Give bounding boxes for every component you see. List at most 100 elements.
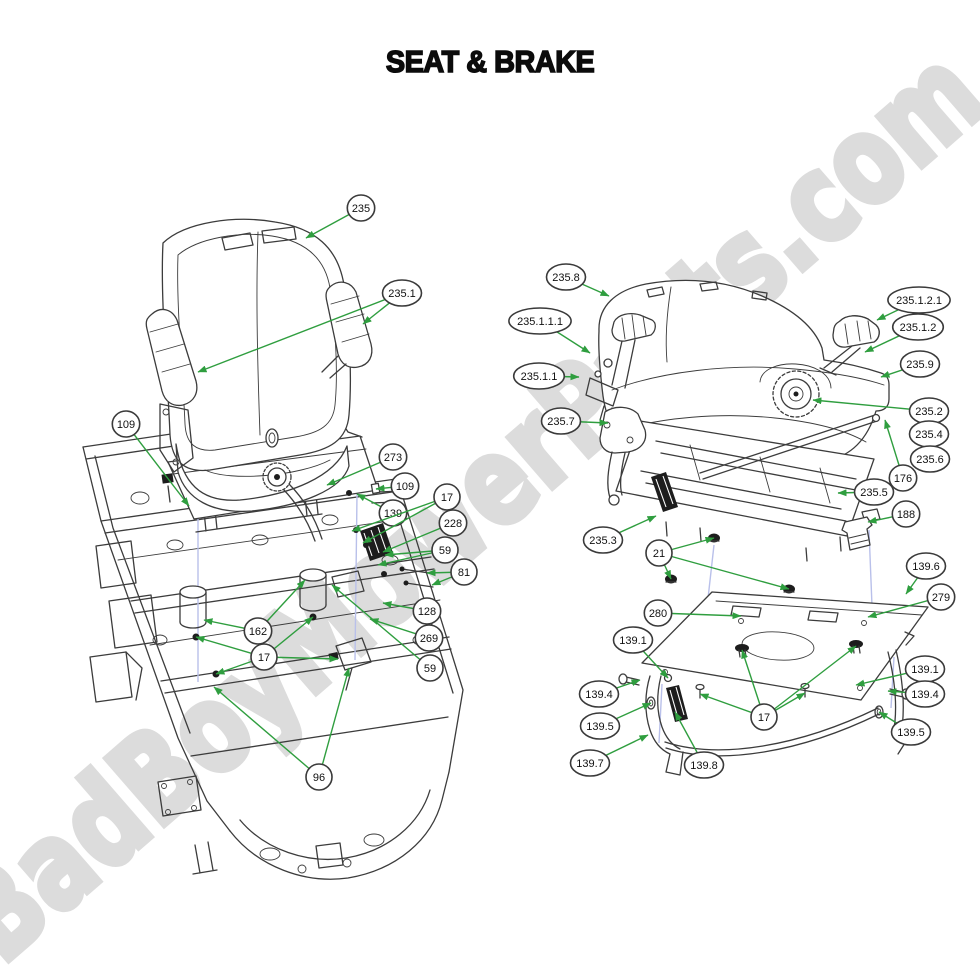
callout-label: 235.1.2 [900,322,937,334]
corner-bracket-left [618,673,688,776]
callout-235.5: 235.5 [837,478,895,506]
callout-bubble [904,680,946,708]
seat-mounting-plate [641,591,929,701]
callout-235.3: 235.3 [582,515,657,554]
callout-label: 188 [897,509,915,521]
brake-lever [283,483,323,542]
callout-188: 188 [867,500,921,528]
callout-bubble [243,617,273,645]
callout-bubble [305,763,333,791]
callout-label: 235.5 [860,487,888,499]
callout-59: 59 [331,584,444,682]
seat-pivot-bracket [599,406,647,506]
callout-label: 235.1.1 [521,371,558,383]
callout-bubble [582,526,624,554]
callout-label: 139.7 [576,758,604,770]
callout-label: 235 [352,203,370,215]
callout-label: 235.8 [552,272,580,284]
callout-bubble [750,703,778,731]
callout-bubble [683,751,725,779]
callout-bubble [890,718,932,746]
callout-bubble [412,597,442,625]
callout-235.1.2: 235.1.2 [864,313,945,353]
callout-label: 59 [439,545,451,557]
callout-label: 162 [249,626,267,638]
callout-bubble [346,194,376,222]
callout-235.1.1.1: 235.1.1.1 [508,307,591,354]
callout-279: 279 [867,583,956,619]
callout-bubble [853,478,895,506]
callout-269: 269 [369,618,444,652]
callout-bubble [416,654,444,682]
right-diagram [585,279,929,776]
seat-pivot-knob [262,462,292,492]
callout-label: 279 [932,592,950,604]
callout-109: 109 [375,472,420,500]
callout-235.1.1: 235.1.1 [512,362,580,390]
callout-bubble [378,443,408,471]
callout-228: 228 [382,509,468,553]
callout-bubble [612,626,654,654]
callout-label: 228 [444,518,462,530]
callout-bubble [891,500,921,528]
callout-bubble [545,263,587,291]
callout-139.6: 139.6 [905,552,947,595]
callout-label: 139.5 [897,727,925,739]
callout-235.8: 235.8 [545,263,610,297]
callout-21: 21 [645,536,790,591]
callout-label: 21 [653,548,665,560]
callout-273: 273 [326,443,408,486]
callout-280: 280 [643,599,742,627]
callout-235.7: 235.7 [540,407,609,435]
exploded-nuts [665,533,795,594]
callout-label: 235.2 [915,406,943,418]
callout-59: 59 [377,536,459,567]
callout-label: 280 [649,608,667,620]
seat-adjustment-knob [772,370,820,418]
callout-label: 139.6 [912,561,940,573]
callout-label: 128 [418,606,436,618]
callout-label: 176 [894,473,912,485]
callout-235: 235 [305,194,376,239]
callout-label: 59 [424,663,436,675]
callout-bubble [888,464,918,492]
callout-label: 235.6 [916,454,944,466]
callout-128: 128 [382,597,442,625]
callout-label: 17 [441,492,453,504]
seat-cushion [175,428,350,513]
callout-139.5: 139.5 [878,711,932,746]
callout-139: 139 [356,493,408,527]
connecting-rod [664,707,880,757]
callout-139.4: 139.4 [578,679,641,708]
callout-bubble [891,313,945,341]
callout-17: 17 [699,645,857,731]
callout-label: 235.1.2.1 [896,295,942,307]
callout-label: 109 [117,419,135,431]
callout-235.9: 235.9 [880,350,941,378]
callout-label: 235.1.1.1 [517,316,563,328]
callout-bubble [508,307,572,335]
armrest-right [321,281,373,379]
callout-label: 139.5 [586,721,614,733]
callout-bubble [899,350,941,378]
callout-bubble [926,583,956,611]
callout-label: 96 [313,772,325,784]
callout-bubble [578,680,620,708]
callouts-right: 235.8 235.1.1.1 235.1.1 235.7 235.1.2.1 235.1… [508,263,956,779]
callout-bubble [643,599,673,627]
page-title: SEAT & BRAKE [386,45,594,79]
callout-label: 17 [758,712,770,724]
callout-235.2: 235.2 [812,397,950,425]
callout-81: 81 [426,558,478,586]
callout-235.6: 235.6 [909,445,951,473]
seat-base-frame [615,413,881,562]
callout-bubble [250,643,278,671]
callout-label: 235.4 [915,429,943,441]
callout-17: 17 [351,483,461,544]
callout-bubble [905,552,947,580]
callout-139.4: 139.4 [887,680,946,708]
callout-bubble [579,712,621,740]
callout-label: 17 [258,652,270,664]
